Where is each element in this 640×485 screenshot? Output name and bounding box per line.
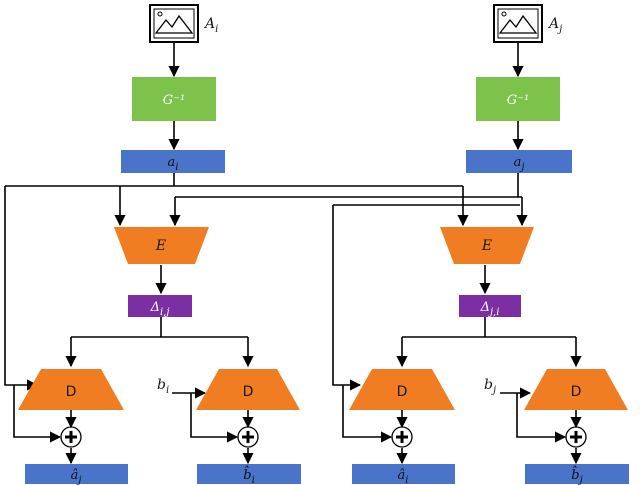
decoder-block-4	[524, 369, 628, 410]
decoder-block-1	[18, 369, 124, 410]
image-j-label: Aj	[547, 16, 562, 35]
output-box-b-j-hat	[525, 464, 629, 484]
output-label-a-j-hat: âj	[71, 468, 82, 485]
output-box-a-i-hat	[352, 464, 455, 484]
encoder-label-1: E	[155, 238, 166, 254]
delta-box-ji	[459, 295, 521, 317]
latent-label-j: aj	[514, 155, 525, 173]
decoder-block-2	[196, 369, 300, 410]
latent-label-i: ai	[168, 155, 179, 173]
encoder-block-2	[440, 227, 534, 264]
output-label-b-j-hat: b̂j	[571, 465, 582, 485]
delta-label-ij: Δi,j	[150, 300, 170, 318]
image-icon-j	[493, 4, 543, 43]
output-label-a-i-hat: âi	[398, 468, 409, 485]
inverse-generator-block-j	[476, 77, 560, 121]
delta-label-ji: Δj,i	[480, 300, 500, 318]
delta-box-ij	[128, 295, 192, 317]
latent-box-i	[121, 150, 225, 173]
inverse-generator-block-i	[132, 77, 216, 121]
encoder-label-2: E	[481, 238, 492, 254]
decoder-label-4: D	[571, 384, 582, 400]
plus-icon-2	[237, 426, 259, 448]
input-b-j-label: bj	[484, 377, 496, 396]
inverse-generator-label-j: G⁻¹	[507, 93, 529, 108]
encoder-block-1	[114, 227, 209, 264]
decoder-label-3: D	[397, 384, 408, 400]
image-i-label: Ai	[203, 16, 218, 35]
decoder-label-1: D	[66, 384, 77, 400]
plus-icon-3	[391, 426, 413, 448]
output-box-a-j-hat	[25, 464, 128, 484]
arrow-skip-2	[190, 393, 239, 443]
connections	[4, 43, 582, 465]
image-icon-i	[149, 4, 199, 43]
arrow-a-i-to-decoder-1	[4, 186, 39, 391]
decoder-block-3	[349, 369, 455, 410]
output-label-b-i-hat: b̂i	[243, 465, 255, 485]
plus-icon-4	[565, 426, 587, 448]
inverse-generator-label-i: G⁻¹	[163, 93, 185, 108]
plus-icon-1	[60, 426, 82, 448]
arrow-skip-3	[342, 385, 393, 443]
arrow-skip-1	[13, 385, 62, 443]
input-b-i-label: bi	[157, 377, 169, 396]
arrow-skip-4	[516, 393, 567, 443]
arrow-a-j-to-decoder-3	[332, 205, 362, 391]
output-box-b-i-hat	[197, 464, 301, 484]
latent-box-j	[466, 150, 572, 173]
decoder-label-2: D	[243, 384, 254, 400]
